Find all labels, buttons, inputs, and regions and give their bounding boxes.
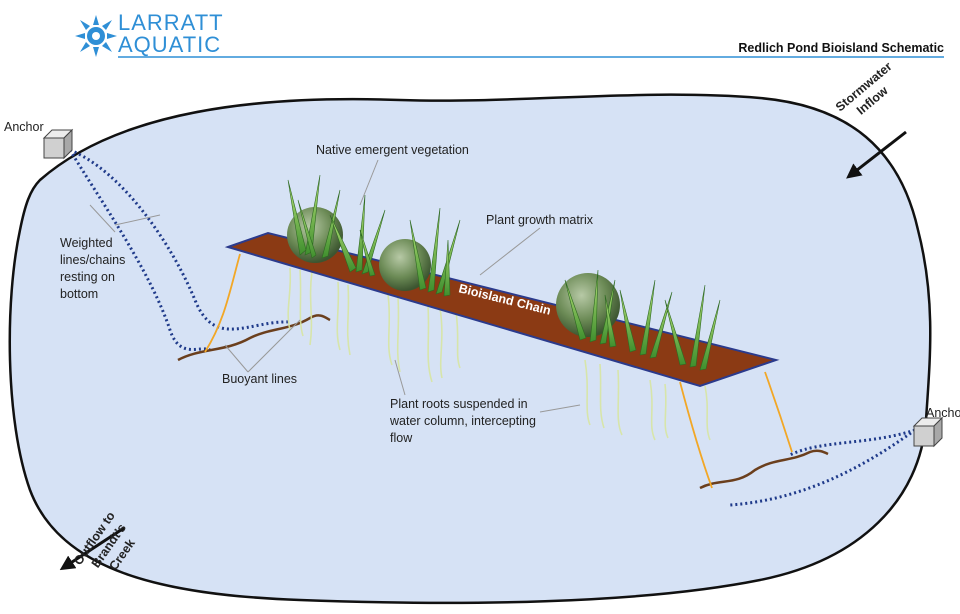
weighted-lines-label-line3: resting on bbox=[60, 270, 115, 284]
weighted-lines bbox=[68, 148, 916, 507]
weighted-lines-label: Weighted lines/chains resting on bottom bbox=[60, 236, 125, 301]
outflow-arrow-icon bbox=[59, 526, 125, 571]
header: LARRATT AQUATIC Redlich Pond Bioisland S… bbox=[75, 10, 944, 58]
roots-label-line2: water column, intercepting bbox=[389, 414, 536, 428]
inflow-arrow-icon bbox=[846, 130, 907, 179]
weighted-lines-label-line2: lines/chains bbox=[60, 253, 125, 267]
logo-sun-icon bbox=[75, 15, 117, 57]
roots-label: Plant roots suspended in water column, i… bbox=[389, 397, 536, 445]
roots-label-line1: Plant roots suspended in bbox=[390, 397, 528, 411]
buoyant-lines bbox=[204, 253, 793, 489]
pond-outline bbox=[8, 93, 932, 605]
growth-matrix-label: Plant growth matrix bbox=[486, 213, 594, 227]
leader-lines bbox=[89, 159, 581, 413]
weighted-line-left-b bbox=[68, 149, 211, 352]
vegetation-grasses bbox=[287, 174, 721, 371]
anchor-left-label: Anchor bbox=[4, 120, 44, 134]
weighted-line-right-b bbox=[729, 428, 916, 507]
weighted-lines-label-line4: bottom bbox=[60, 287, 98, 301]
buoyant-lines-label: Buoyant lines bbox=[222, 372, 297, 386]
anchor-right-label: Ancho bbox=[926, 406, 960, 420]
page-title: Redlich Pond Bioisland Schematic bbox=[738, 41, 944, 55]
native-vegetation-label: Native emergent vegetation bbox=[316, 143, 469, 157]
weighted-line-right-a bbox=[789, 428, 916, 457]
weighted-lines-label-line1: Weighted bbox=[60, 236, 113, 250]
plant-roots bbox=[287, 267, 711, 441]
bottom-lines bbox=[177, 314, 829, 490]
logo-text-line1: LARRATT bbox=[118, 10, 224, 35]
outflow-indicator: Outflow to Brandt’s Creek bbox=[59, 509, 138, 573]
roots-label-line3: flow bbox=[390, 431, 413, 445]
anchor-right-icon bbox=[912, 416, 944, 448]
anchor-left-icon bbox=[42, 128, 74, 160]
logo-text-line2: AQUATIC bbox=[118, 32, 221, 57]
